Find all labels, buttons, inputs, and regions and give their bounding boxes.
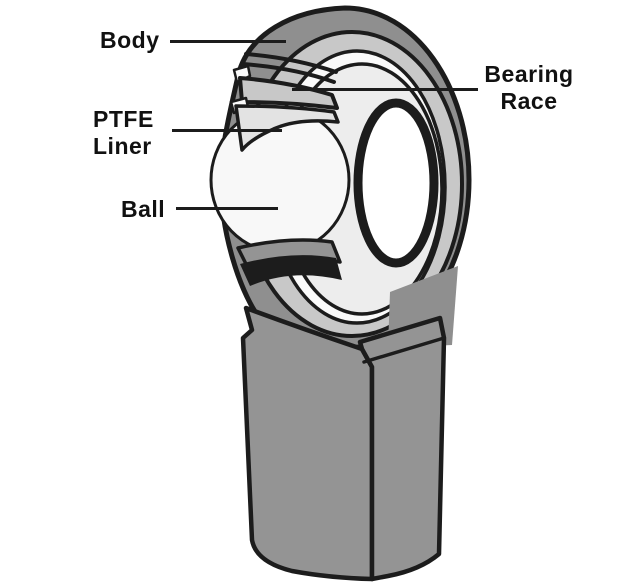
bearing-race-label-line1: Bearing [484, 61, 574, 87]
shank-side-face [357, 315, 447, 582]
body-leader-line [170, 40, 286, 43]
body-cap-bevel-line-lower [241, 62, 336, 84]
shank-front-face [240, 305, 375, 582]
ptfe-liner-label-line2: Liner [93, 133, 152, 159]
ball-label: Ball [121, 196, 166, 222]
bearing-race-leader-line [292, 88, 478, 91]
ptfe-liner-band [234, 104, 340, 152]
ptfe-liner-label: PTFE Liner [93, 106, 154, 160]
bottom-cap-edge [240, 255, 342, 286]
bore-hole [353, 98, 439, 268]
bearing-race-label: Bearing Race [470, 61, 588, 115]
body-label: Body [100, 27, 160, 53]
body-cap-bevel-line-upper [244, 52, 338, 74]
bearing-race-label-line2: Race [500, 88, 558, 114]
ptfe-liner-leader-line [172, 129, 282, 132]
shank-chamfer-line [362, 336, 446, 364]
bearing-race-band [238, 76, 339, 110]
ptfe-liner-label-line1: PTFE [93, 106, 154, 132]
ball-leader-line [176, 207, 278, 210]
